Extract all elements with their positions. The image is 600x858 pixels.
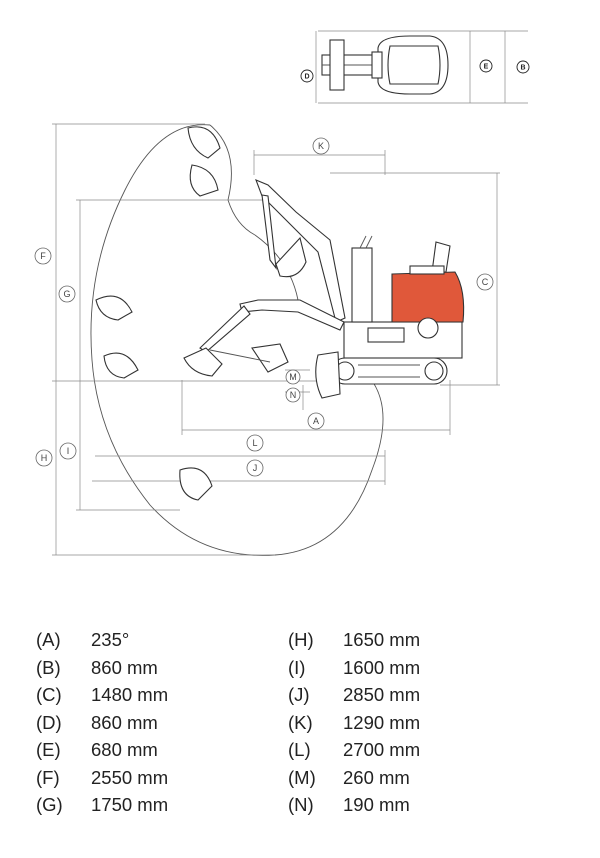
spec-value: 2850 mm [343,684,421,705]
callout-c: C [476,273,494,291]
spec-row-g: (G) 1750 mm [36,791,168,819]
callout-i: I [59,442,77,460]
spec-row-j: (J) 2850 mm [288,681,420,709]
spec-row-h: (H) 1650 mm [288,626,420,654]
spec-column-left: (A) 235° (B) 860 mm (C) 1480 mm (D) 860 mm (… [36,626,168,819]
spec-row-e: (E) 680 mm [36,736,168,764]
spec-key: (B) [36,656,61,678]
excavator-dimension-diagram: D E B K F G C M [34,30,530,556]
svg-text:A: A [313,416,319,426]
spec-key: (H) [288,629,314,650]
callout-e: E [479,59,493,73]
spec-row-n: (N) 190 mm [288,791,420,819]
spec-key: (L) [288,739,311,760]
spec-row-l: (L) 2700 mm [288,736,420,764]
svg-text:E: E [484,64,489,71]
spec-value: 1480 mm [91,684,169,705]
spec-key: (N) [288,794,314,815]
spec-row-b: (B) 860 mm [36,654,168,682]
callout-d: D [300,69,314,83]
spec-value: 860 mm [91,711,158,733]
callout-k: K [312,137,330,155]
svg-text:F: F [40,251,46,261]
svg-text:M: M [289,372,297,382]
spec-key: (M) [288,766,316,788]
spec-row-i: (I) 1600 mm [288,654,420,682]
svg-text:D: D [304,74,309,81]
spec-key: (G) [36,794,63,815]
spec-row-k: (K) 1290 mm [288,709,420,737]
spec-key: (E) [36,739,61,760]
spec-value: 1750 mm [91,794,169,815]
spec-value: 860 mm [91,656,158,678]
spec-key: (F) [36,766,60,788]
spec-key: (K) [288,711,313,733]
callout-a: A [307,412,325,430]
top-view [315,30,528,104]
dimension-lines [52,123,500,556]
callout-g: G [58,285,76,303]
callout-j: J [246,459,264,477]
bucket-positions [95,126,221,501]
spec-value: 2700 mm [343,739,421,760]
spec-value: 1600 mm [343,656,421,678]
svg-text:G: G [63,289,70,299]
spec-row-f: (F) 2550 mm [36,764,168,792]
spec-row-m: (M) 260 mm [288,764,420,792]
working-range-envelope [90,124,384,556]
callout-m: M [285,369,301,385]
spec-value: 1650 mm [343,629,421,650]
engine-cover [391,271,465,323]
spec-key: (D) [36,711,62,733]
callout-f: F [34,247,52,265]
spec-key: (C) [36,684,62,705]
spec-row-c: (C) 1480 mm [36,681,168,709]
callout-labels: D E B K F G C M [34,59,530,477]
callout-n: N [285,387,301,403]
spec-value: 1290 mm [343,711,421,733]
excavator-side-view [183,179,465,399]
spec-value: 190 mm [343,794,410,815]
spec-row-a: (A) 235° [36,626,168,654]
svg-text:H: H [41,453,48,463]
callout-l: L [246,434,264,452]
svg-text:K: K [318,141,324,151]
svg-text:L: L [252,438,257,448]
svg-text:C: C [482,277,489,287]
svg-text:N: N [290,390,297,400]
spec-value: 680 mm [91,739,158,760]
spec-row-d: (D) 860 mm [36,709,168,737]
callout-h: H [35,449,53,467]
spec-key: (I) [288,656,306,678]
spec-value: 2550 mm [91,766,169,788]
spec-value: 235° [91,629,130,650]
spec-value: 260 mm [343,766,410,788]
svg-text:B: B [520,65,525,72]
svg-text:I: I [67,446,70,456]
spec-key: (A) [36,629,61,650]
spec-key: (J) [288,684,310,705]
spec-column-right: (H) 1650 mm (I) 1600 mm (J) 2850 mm (K) 1290… [288,626,420,819]
svg-text:J: J [253,463,258,473]
callout-b: B [516,60,530,74]
